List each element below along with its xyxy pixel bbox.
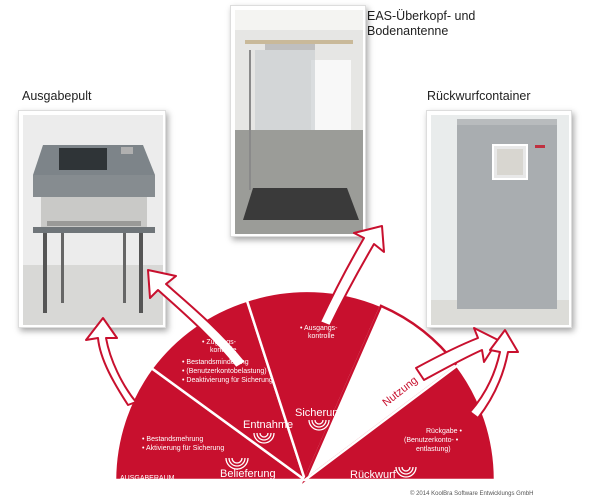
- segment-belieferung[interactable]: [113, 366, 309, 482]
- label-ausgaberaum: AUSGABERAUM: [120, 475, 175, 482]
- segment-rueckwurf[interactable]: [301, 363, 497, 482]
- sicherung-bullet-1: • Ausgangs-: [300, 325, 338, 332]
- rueckwurf-bullet-1: Rückgabe •: [426, 428, 462, 435]
- segment-nutzung[interactable]: [301, 304, 459, 484]
- label-entnahme: Entnahme: [243, 419, 293, 431]
- entnahme-top-1: • Zugangs-: [202, 339, 237, 346]
- entnahme-bullet-3: • Deaktivierung für Sicherung: [182, 377, 273, 384]
- wireless-icon-belieferung: [225, 457, 249, 470]
- desk-photo: [18, 110, 166, 328]
- eas-illustration: [235, 10, 363, 234]
- label-sicherung: Sicherung: [295, 407, 345, 419]
- eas-title-line1: EAS-Überkopf- und: [367, 9, 476, 23]
- entnahme-bullet-2: • (Benutzerkontobelastung): [182, 368, 267, 375]
- segment-sicherung[interactable]: [245, 289, 383, 484]
- wireless-icon-sicherung: [308, 419, 330, 431]
- entnahme-bullet-1: • Bestandsminderung: [182, 359, 249, 366]
- container-photo: [426, 110, 572, 328]
- eas-photo: [230, 5, 366, 237]
- desk-title: Ausgabepult: [22, 89, 92, 103]
- wireless-icon-rueckwurf: [395, 466, 417, 478]
- label-belieferung: Belieferung: [220, 468, 276, 480]
- label-rueckwurf: Rückwurf: [350, 469, 397, 481]
- arrow-belieferung: [85, 317, 137, 406]
- belieferung-bullet-2: • Aktivierung für Sicherung: [142, 445, 224, 452]
- arrow-sicherung: [319, 225, 385, 327]
- entnahme-top-2: kontrolle: [210, 347, 237, 354]
- arrow-entnahme: [147, 269, 247, 369]
- desk-illustration: [23, 115, 163, 325]
- container-illustration: [431, 115, 569, 325]
- rueckwurf-bullet-3: entlastung): [416, 446, 451, 453]
- eas-title-line2: Bodenantenne: [367, 24, 449, 38]
- arrow-rueckwurf: [469, 329, 519, 419]
- segment-entnahme[interactable]: [149, 299, 308, 484]
- rueckwurf-bullet-2: (Benutzerkonto- •: [404, 437, 459, 444]
- sicherung-bullet-2: kontrolle: [308, 333, 335, 340]
- wireless-icon-entnahme: [253, 432, 275, 444]
- container-title: Rückwurfcontainer: [427, 89, 531, 103]
- copyright: © 2014 KoolBra Software Entwicklungs Gmb…: [410, 490, 533, 497]
- belieferung-bullet-1: • Bestandsmehrung: [142, 436, 203, 443]
